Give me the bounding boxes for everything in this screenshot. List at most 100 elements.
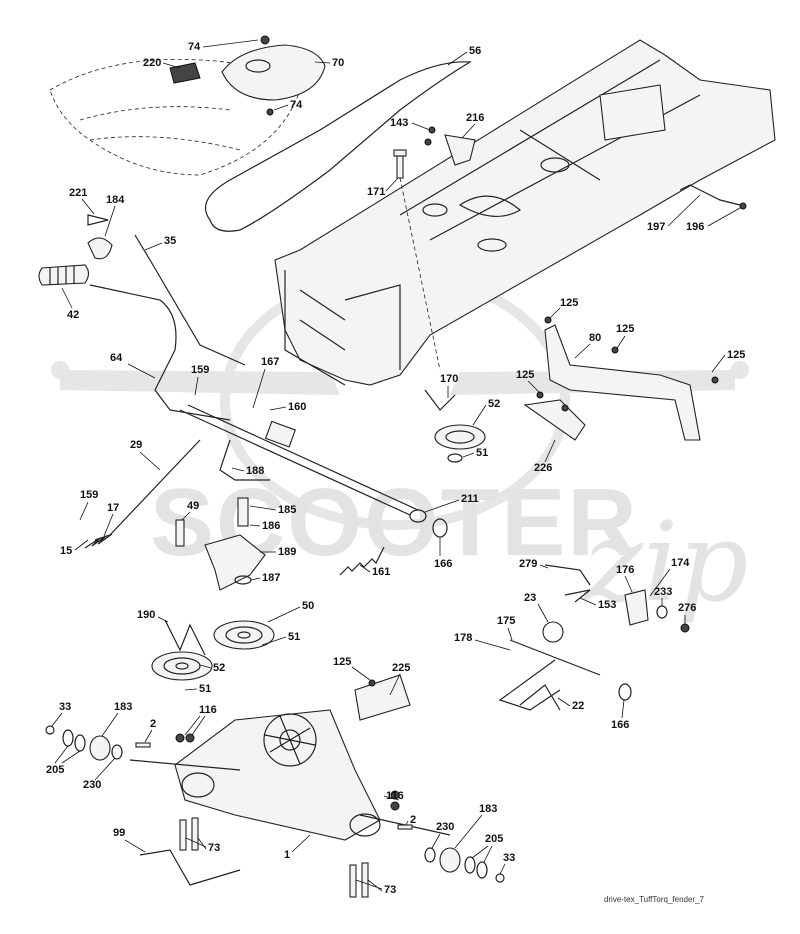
callout-label: 174: [671, 557, 690, 569]
callout-label: 186: [262, 520, 280, 532]
callout-label: 185: [278, 504, 296, 516]
callout-label: 17: [107, 502, 119, 514]
callout-label: 189: [278, 546, 296, 558]
link-rod-99: [139, 849, 241, 886]
pulley-52-center: [434, 424, 486, 463]
callout-label: 166: [434, 558, 452, 570]
callout-label: 1: [284, 849, 290, 861]
callout-label: 73: [208, 842, 220, 854]
transaxle-1: [129, 709, 451, 841]
callout-label: 178: [454, 632, 472, 644]
bushing-211: [409, 509, 427, 523]
callout-label: 51: [199, 683, 211, 695]
lift-rod-64: [89, 284, 231, 421]
callout-label: 22: [572, 700, 584, 712]
callout-label: 166: [611, 719, 629, 731]
callout-label: 56: [469, 45, 481, 57]
callout-label: 70: [332, 57, 344, 69]
callout-label: 197: [647, 221, 665, 233]
callout-label: 125: [727, 349, 745, 361]
callout-label: 190: [137, 609, 155, 621]
callout-label: 74: [188, 41, 201, 53]
shaft-178: [509, 639, 601, 676]
washer-166-lower: [618, 683, 632, 701]
callout-label: 230: [436, 821, 454, 833]
bolt-49: [175, 519, 185, 547]
callout-label: 73: [384, 884, 396, 896]
callout-label: 159: [80, 489, 98, 501]
callout-label: 183: [479, 803, 497, 815]
callout-label: 125: [333, 656, 351, 668]
callout-label: 2: [150, 718, 156, 730]
callout-label: 80: [589, 332, 601, 344]
callout-label: 42: [67, 309, 79, 321]
callout-label: 216: [466, 112, 484, 124]
callout-label: 50: [302, 600, 314, 612]
callout-label: 23: [524, 592, 536, 604]
bolt-185: [237, 497, 249, 527]
callout-label: 205: [46, 764, 64, 776]
callout-label: 211: [461, 493, 479, 505]
spring-170: [424, 389, 456, 411]
watermark-script: zip: [583, 498, 749, 626]
callout-label: 220: [143, 57, 161, 69]
callout-label: 35: [164, 235, 176, 247]
callout-label: 2: [410, 814, 416, 826]
bracket-160: [264, 420, 296, 448]
rod-188: [219, 439, 270, 481]
grip-42: [38, 264, 90, 286]
callout-label: 183: [114, 701, 132, 713]
callout-label: 52: [488, 398, 500, 410]
lever-197: [679, 184, 741, 206]
drive-belt: [205, 61, 472, 232]
cross-shaft: [179, 409, 411, 516]
callout-label: 230: [83, 779, 101, 791]
callout-label: 64: [110, 352, 123, 364]
callout-label: 276: [678, 602, 696, 614]
callout-label: 116: [386, 790, 404, 802]
bolt-196: [739, 202, 747, 210]
callout-label: 233: [654, 586, 672, 598]
callout-label: 176: [616, 564, 634, 576]
callout-label: 161: [372, 566, 390, 578]
callout-label: 196: [686, 221, 704, 233]
callout-label: 99: [113, 827, 125, 839]
callout-label: 74: [290, 99, 303, 111]
callout-label: 125: [560, 297, 578, 309]
clip-221: [87, 214, 109, 226]
callout-label: 171: [367, 186, 385, 198]
spring-161: [339, 546, 385, 576]
nuts-116: [175, 733, 400, 811]
arm-22: [519, 684, 561, 711]
idler-plate-189: [204, 534, 266, 591]
callout-labels: 74 220 70 74 56 143 216 171 221 184 35 1…: [46, 39, 745, 896]
lever-279: [544, 564, 591, 586]
callout-label: 33: [59, 701, 71, 713]
callout-label: 52: [213, 662, 225, 674]
callout-label: 167: [261, 356, 279, 368]
callout-label: 125: [616, 323, 634, 335]
callout-label: 153: [598, 599, 616, 611]
pulley-50: [213, 620, 275, 650]
callout-label: 221: [69, 187, 87, 199]
bolts-73: [179, 817, 369, 898]
washer-166-upper: [432, 518, 448, 538]
axle-stack-right: [397, 824, 505, 883]
fender-part: [49, 59, 301, 176]
plate-225: [354, 674, 411, 721]
callout-label: 226: [534, 462, 552, 474]
spring-17: [84, 533, 113, 549]
bracket-80: [523, 316, 719, 441]
callout-label: 51: [476, 447, 488, 459]
callout-label: 170: [440, 373, 458, 385]
callout-label: 188: [246, 465, 264, 477]
callout-label: 125: [516, 369, 534, 381]
pulley-52-left: [151, 651, 213, 681]
callout-label: 159: [191, 364, 209, 376]
callout-label: 51: [288, 631, 300, 643]
diagram-caption: drive-tex_TuffTorq_fender_7: [603, 895, 704, 904]
callout-label: 49: [187, 500, 199, 512]
fuel-cap-housing: [169, 35, 326, 116]
axle-stack-left: [45, 725, 151, 761]
bracket-176: [624, 589, 649, 626]
